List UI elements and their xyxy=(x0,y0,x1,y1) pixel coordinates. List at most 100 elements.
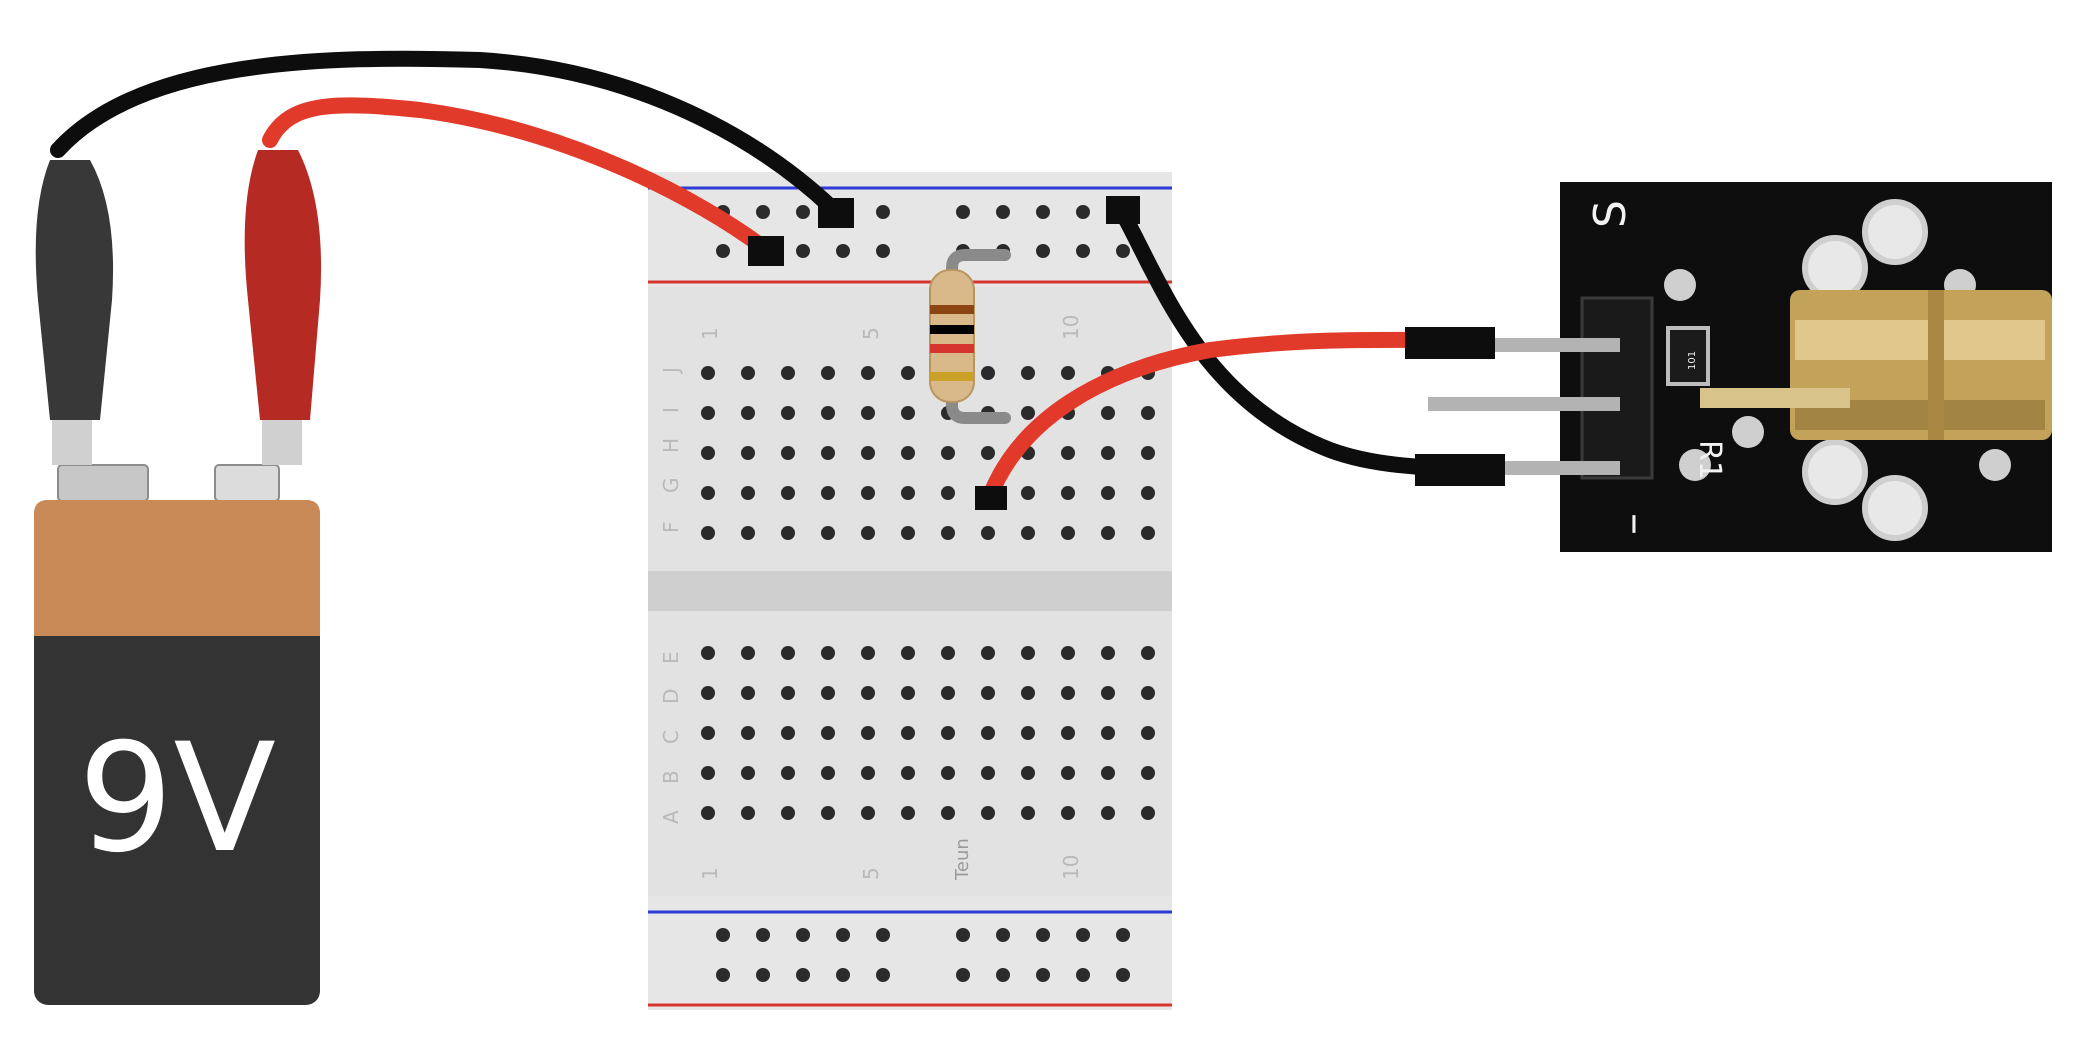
breadboard-hole xyxy=(1101,646,1115,660)
wire-end-red-laser xyxy=(1405,327,1495,359)
breadboard-hole xyxy=(1021,366,1035,380)
row-letter-i: I xyxy=(659,407,683,413)
breadboard-hole xyxy=(701,766,715,780)
breadboard-hole xyxy=(941,766,955,780)
breadboard-hole xyxy=(741,406,755,420)
header-pin-signal xyxy=(1480,338,1620,352)
header-pin-ground xyxy=(1480,461,1620,475)
breadboard-hole xyxy=(781,806,795,820)
rail-hole xyxy=(956,968,970,982)
row-letter-e: E xyxy=(659,651,683,664)
breadboard-hole xyxy=(1021,766,1035,780)
rail-hole xyxy=(796,968,810,982)
breadboard-hole xyxy=(861,686,875,700)
breadboard-hole xyxy=(781,766,795,780)
breadboard-hole xyxy=(781,526,795,540)
breadboard-hole xyxy=(701,406,715,420)
breadboard-hole xyxy=(1021,726,1035,740)
wire-red-battery-to-rail xyxy=(262,97,772,256)
rail-hole xyxy=(796,928,810,942)
rail-hole xyxy=(1076,205,1090,219)
breadboard-hole xyxy=(941,486,955,500)
rail-hole xyxy=(836,244,850,258)
breadboard-hole xyxy=(741,686,755,700)
resistor-band-3 xyxy=(930,344,974,353)
rail-hole xyxy=(1116,968,1130,982)
rail-hole xyxy=(1076,928,1090,942)
breadboard-hole xyxy=(821,366,835,380)
breadboard-hole xyxy=(901,806,915,820)
breadboard-hole xyxy=(901,726,915,740)
breadboard-hole xyxy=(821,806,835,820)
wire-end-black-laser xyxy=(1415,454,1505,486)
smd-resistor xyxy=(1666,326,1710,386)
breadboard-hole xyxy=(1101,686,1115,700)
rail-hole xyxy=(716,928,730,942)
breadboard-maker-text: Teun xyxy=(952,838,973,881)
wire-red-resistor-to-laser xyxy=(982,331,1448,504)
breadboard-hole xyxy=(1101,486,1115,500)
laser-diode xyxy=(1700,290,2052,440)
breadboard-hole xyxy=(781,366,795,380)
col-number-10-bottom: 10 xyxy=(1059,855,1083,880)
breadboard-hole xyxy=(1021,646,1035,660)
breadboard-hole xyxy=(861,486,875,500)
rail-hole xyxy=(996,968,1010,982)
breadboard-hole xyxy=(941,806,955,820)
breadboard: J I H G F E D C B A 1 5 10 1 5 10 Teun xyxy=(648,172,1172,1010)
rail-hole xyxy=(996,205,1010,219)
rail-hole xyxy=(796,244,810,258)
breadboard-hole xyxy=(741,486,755,500)
breadboard-hole xyxy=(1141,406,1155,420)
breadboard-hole xyxy=(1141,526,1155,540)
breadboard-hole xyxy=(821,486,835,500)
breadboard-hole xyxy=(741,446,755,460)
mount-hole xyxy=(1862,475,1928,541)
breadboard-hole xyxy=(701,806,715,820)
breadboard-hole xyxy=(861,766,875,780)
power-rail-bottom xyxy=(648,896,1172,1010)
breadboard-hole xyxy=(1061,726,1075,740)
pin-label-signal: S xyxy=(1585,200,1636,228)
mount-hole xyxy=(1862,199,1928,265)
breadboard-hole xyxy=(861,526,875,540)
breadboard-hole xyxy=(1061,446,1075,460)
breadboard-hole xyxy=(861,806,875,820)
resistor-lead-bottom xyxy=(946,379,1011,424)
breadboard-hole xyxy=(1061,646,1075,660)
breadboard-hole xyxy=(821,406,835,420)
breadboard-hole xyxy=(941,526,955,540)
rail-hole xyxy=(1036,205,1050,219)
resistor-label-r1: R1 xyxy=(1692,440,1727,480)
resistor-lead-top xyxy=(946,249,1011,296)
wire-end-black-rail xyxy=(818,198,854,228)
col-number-1-bottom: 1 xyxy=(698,867,722,880)
breadboard-hole xyxy=(1061,486,1075,500)
breadboard-hole xyxy=(741,646,755,660)
breadboard-hole xyxy=(861,406,875,420)
rail-hole xyxy=(1076,244,1090,258)
rail-hole xyxy=(1036,928,1050,942)
row-letter-c: C xyxy=(659,730,683,744)
pcb-pad xyxy=(1664,269,1696,301)
center-channel xyxy=(648,571,1172,611)
breadboard-hole xyxy=(861,726,875,740)
clip-red-jaw xyxy=(262,420,302,465)
laser-diode-ring xyxy=(1928,290,1944,440)
breadboard-hole xyxy=(701,486,715,500)
rail-hole xyxy=(716,968,730,982)
rail-hole xyxy=(876,968,890,982)
breadboard-hole xyxy=(781,406,795,420)
rail-hole xyxy=(796,205,810,219)
rail-hole xyxy=(876,205,890,219)
breadboard-hole xyxy=(701,446,715,460)
battery-terminal-negative xyxy=(57,464,149,502)
breadboard-hole xyxy=(981,646,995,660)
row-letter-g: G xyxy=(659,478,683,494)
breadboard-hole xyxy=(861,446,875,460)
breadboard-hole xyxy=(1021,526,1035,540)
breadboard-hole xyxy=(941,686,955,700)
breadboard-hole xyxy=(1141,686,1155,700)
breadboard-hole xyxy=(1061,366,1075,380)
rail-hole xyxy=(756,968,770,982)
